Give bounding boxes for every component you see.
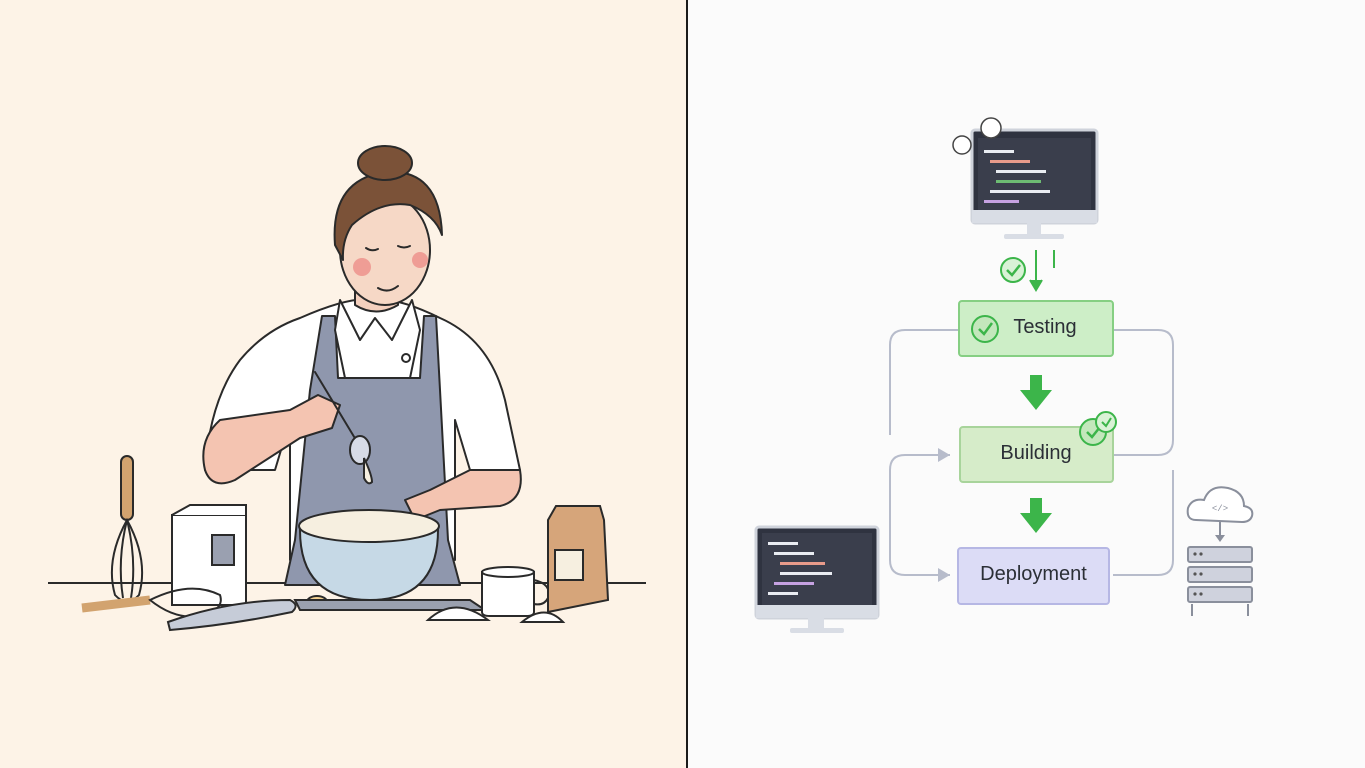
mixing-bowl-icon [298, 509, 440, 602]
flour-pile-small [519, 611, 566, 623]
chef-hair-bun [357, 145, 413, 181]
chef-arm-left [202, 394, 341, 485]
svg-text:</>: </> [1212, 504, 1228, 514]
flour-bag-icon [547, 505, 610, 614]
arrow-testing-to-building [1020, 375, 1052, 410]
spoon-icon [314, 371, 374, 485]
chef-cheek-left [353, 258, 371, 276]
arrow-building-to-deployment [1020, 498, 1052, 533]
deployment-stage-box [957, 547, 1110, 605]
code-monitor-icon [754, 525, 880, 633]
right-panel-background [688, 0, 1365, 768]
server-rack-icon [1187, 546, 1253, 616]
flour-box-icon [171, 504, 247, 606]
testing-stage-box [958, 300, 1114, 357]
building-stage-box [959, 426, 1114, 483]
cooking-scene [0, 0, 686, 768]
cloud-icon: </> [1186, 486, 1254, 524]
chef [202, 145, 522, 586]
whisk-icon [110, 455, 144, 603]
testing-check-icon [971, 315, 999, 343]
git-branch-icon [952, 117, 1002, 155]
whisk-lying-icon [81, 587, 222, 618]
server-connection [1215, 522, 1225, 542]
chef-cheek-right [412, 252, 428, 268]
building-check-icon [1079, 411, 1117, 446]
jacket-button [401, 353, 411, 363]
chef-mouth [377, 285, 399, 292]
chef-hair [333, 170, 443, 261]
measuring-cup-icon [481, 566, 550, 617]
pipeline-diagram: </> [688, 0, 1365, 768]
chef-arm-right [404, 469, 522, 521]
chef-eye-left [365, 247, 379, 252]
down-arrow-icon [1029, 250, 1055, 292]
pipeline-connectors [889, 329, 1174, 582]
chef-eye-right [397, 245, 411, 249]
flour-pile [425, 606, 491, 621]
code-monitor-icon [970, 128, 1099, 239]
check-circle-icon [1000, 257, 1026, 283]
chef-collar [334, 299, 421, 379]
